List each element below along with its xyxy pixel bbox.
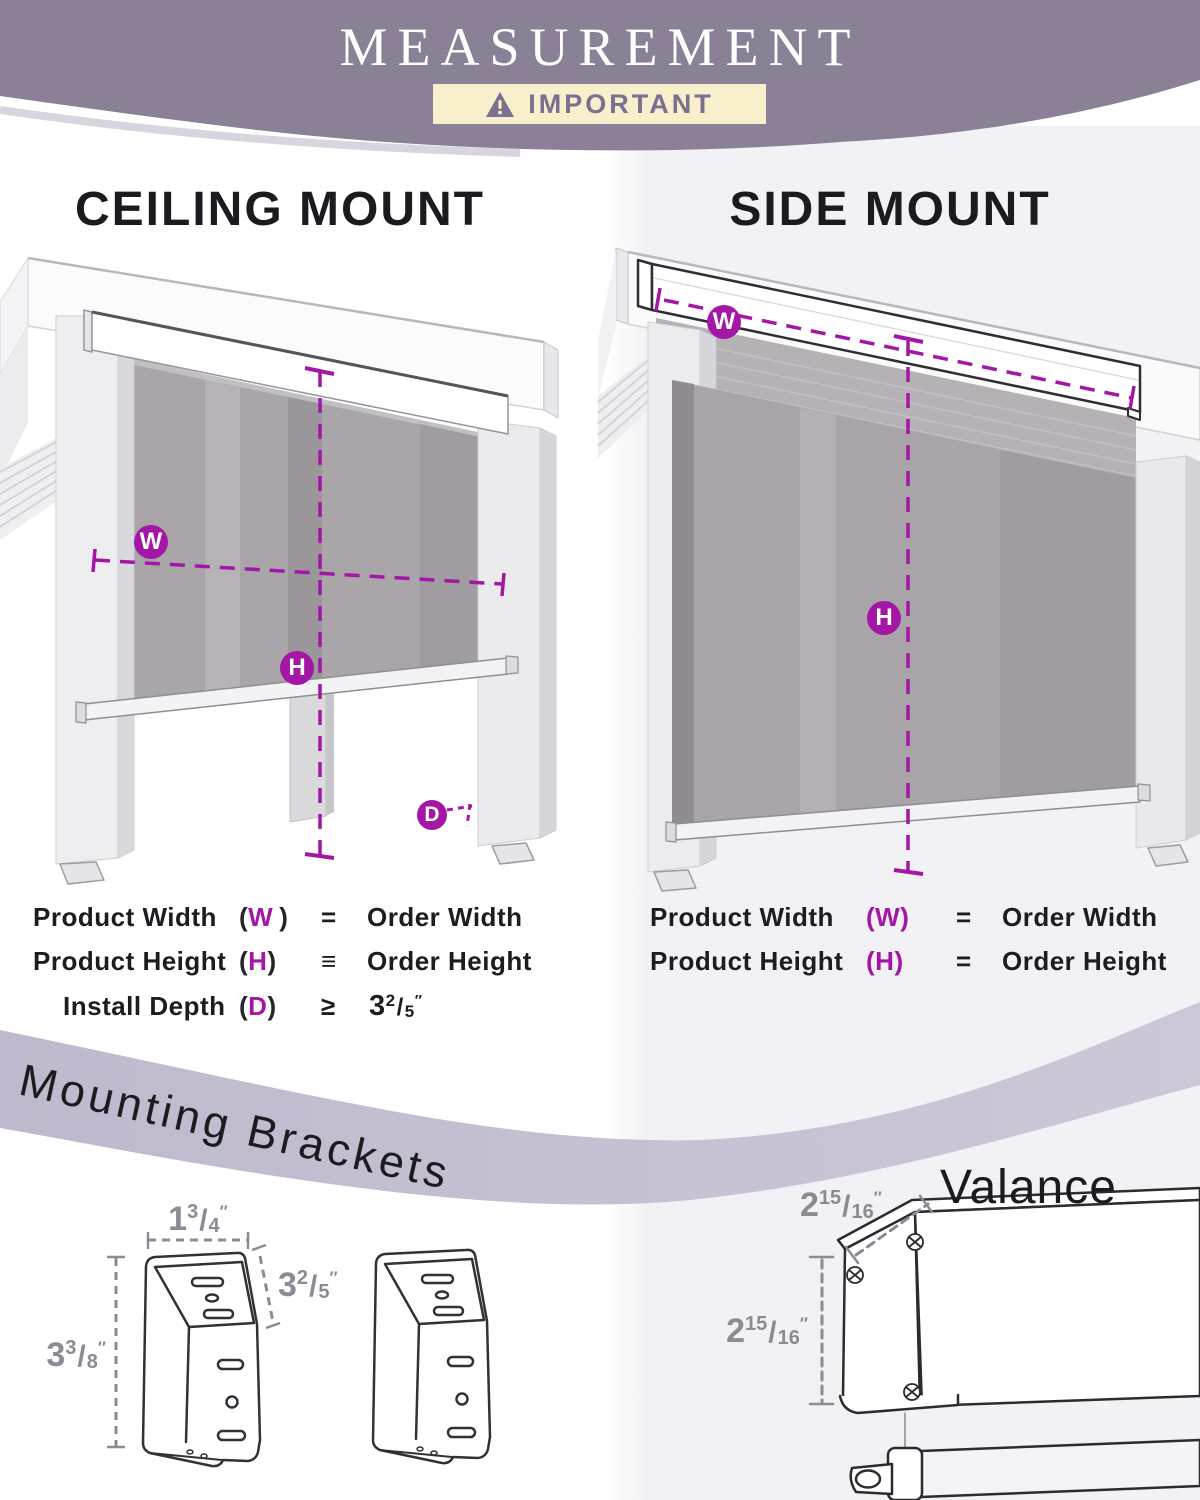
bracket-dimension-lines xyxy=(107,1232,281,1449)
spec-code: (H) xyxy=(866,946,904,976)
spec-code: (W) xyxy=(239,902,289,932)
important-badge: IMPORTANT xyxy=(433,84,766,124)
spec-label: Product Width xyxy=(33,902,217,932)
spec-relation: = xyxy=(956,946,972,976)
width-marker-ceiling: W xyxy=(134,525,168,559)
spec-label: Product Height xyxy=(650,946,844,976)
spec-code: (W) xyxy=(866,902,910,932)
bracket-drawing-right xyxy=(371,1248,492,1465)
page-title: MEASUREMENT xyxy=(339,17,861,77)
spec-code: (D) xyxy=(239,991,277,1021)
dimension-valance-height: 215/16″ xyxy=(726,1312,808,1350)
spec-relation: = xyxy=(321,902,337,932)
spec-row-side-height: Product Height (H) = Order Height xyxy=(650,946,1167,977)
important-badge-label: IMPORTANT xyxy=(528,88,714,119)
spec-relation: ≥ xyxy=(321,991,336,1021)
ceiling-mount-title: CEILING MOUNT xyxy=(75,183,485,236)
spec-value: Order Width xyxy=(1002,902,1158,932)
spec-relation: = xyxy=(956,902,972,932)
warning-icon xyxy=(485,91,515,118)
spec-value: Order Width xyxy=(367,902,523,932)
spec-row-side-width: Product Width (W) = Order Width xyxy=(650,902,1157,933)
spec-row-install-depth: Install Depth (D) ≥ 32/5″ xyxy=(33,990,422,1023)
spec-value: Order Height xyxy=(367,946,532,976)
spec-label: Product Height xyxy=(33,946,227,976)
side-mount-title: SIDE MOUNT xyxy=(729,183,1051,236)
ceiling-mount-illustration xyxy=(0,256,559,885)
side-mount-illustration xyxy=(597,247,1200,892)
spec-code: (H) xyxy=(239,946,277,976)
height-marker-ceiling: H xyxy=(280,651,314,685)
dimension-bracket-height: 33/8″ xyxy=(46,1336,106,1374)
spec-label: Install Depth xyxy=(63,991,226,1021)
width-marker-side: W xyxy=(707,305,741,339)
valance-drawing xyxy=(808,1186,1200,1500)
spec-value: Order Height xyxy=(1002,946,1167,976)
depth-marker-ceiling: D xyxy=(417,800,447,830)
spec-row-ceiling-width: Product Width (W) = Order Width xyxy=(33,902,522,933)
bracket-drawing-left xyxy=(141,1251,262,1468)
spec-relation: ≡ xyxy=(321,946,337,976)
spec-label: Product Width xyxy=(650,902,834,932)
top-banner-shape xyxy=(0,0,1200,157)
mounting-brackets-ribbon xyxy=(0,1002,1200,1205)
install-depth-value: 32/5″ xyxy=(369,990,423,1022)
valance-title: Valance xyxy=(940,1161,1117,1214)
dimension-bracket-depth: 32/5″ xyxy=(278,1266,338,1304)
dimension-bracket-width: 13/4″ xyxy=(168,1200,228,1238)
height-marker-side: H xyxy=(867,601,901,635)
spec-row-ceiling-height: Product Height (H) ≡ Order Height xyxy=(33,946,532,977)
dimension-valance-depth: 215/16″ xyxy=(800,1186,882,1224)
